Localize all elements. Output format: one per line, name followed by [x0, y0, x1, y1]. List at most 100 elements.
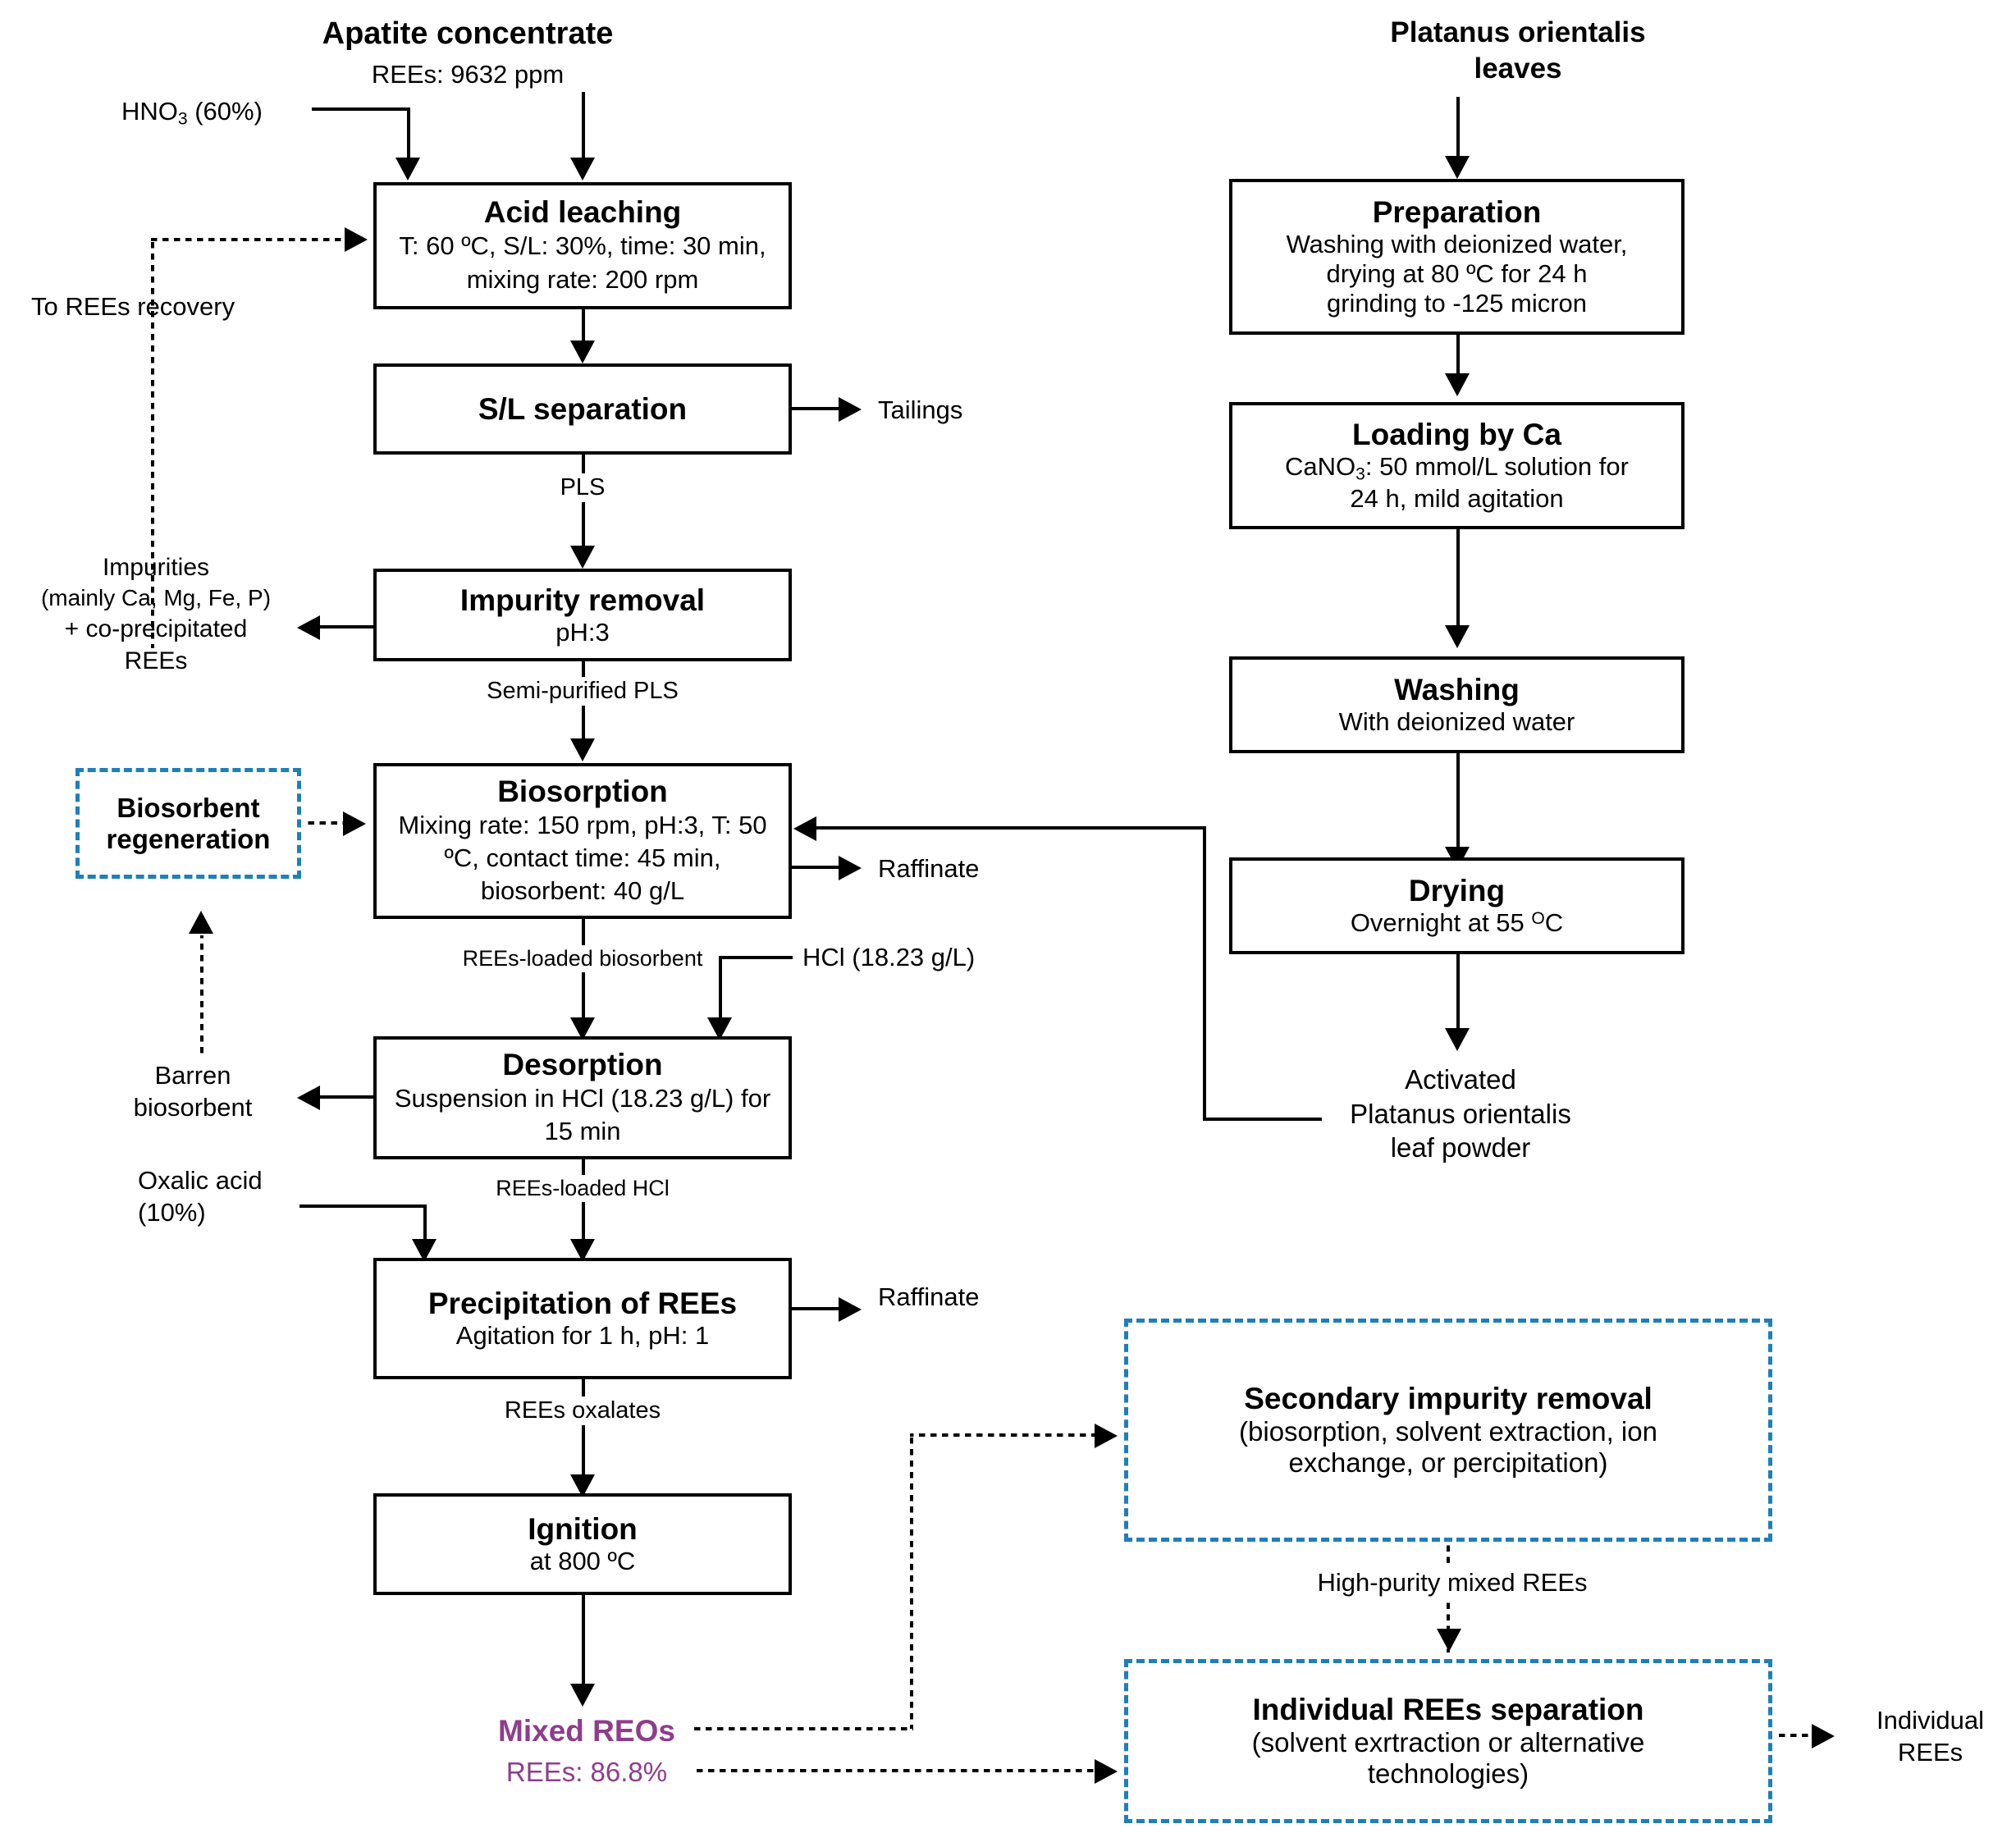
box-acid-leaching[interactable]: Acid leaching T: 60 ºC, S/L: 30%, time: … [373, 182, 792, 309]
box-impurity-removal[interactable]: Impurity removal pH:3 [373, 569, 792, 661]
activated-line3: leaf powder [1390, 1132, 1531, 1163]
ignition-to-product-arrowhead [570, 1684, 595, 1707]
oxalic-acid-line2: (10%) [138, 1197, 206, 1227]
raffinate-biosorption-label: Raffinate [878, 854, 980, 883]
impurities-line3: + co-precipitated [64, 615, 248, 643]
final-product-line1: Individual [1877, 1706, 1984, 1735]
tailings-arrowhead [839, 397, 862, 422]
box-preparation-title: Preparation [1372, 195, 1542, 229]
reos-to-secondary-dotted-h2 [910, 1433, 1100, 1437]
activated-leaf-powder-label: Activated Platanus orientalis leaf powde… [1247, 1063, 1674, 1165]
biosorbent-regeneration-line2: regeneration [106, 823, 271, 854]
box-drying-title: Drying [1408, 874, 1506, 907]
leafpowder-recycle-arrowhead [793, 816, 816, 841]
pls-label: PLS [492, 473, 673, 503]
oxalic-line-v [423, 1204, 427, 1250]
box-biosorbent-regeneration[interactable]: Biosorbent regeneration [75, 768, 301, 879]
impurities-line [320, 625, 376, 629]
barren-biosorbent-arrowhead [297, 1086, 320, 1110]
activated-line2: Platanus orientalis [1350, 1098, 1571, 1129]
raffinate-biosorption-arrowhead [839, 856, 862, 880]
box-washing[interactable]: Washing With deionized water [1229, 656, 1685, 753]
box-washing-title: Washing [1394, 673, 1520, 706]
box-drying-body: Overnight at 55 OC [1351, 908, 1563, 938]
final-product-individual-rees: Individual REEs [1846, 1704, 2014, 1768]
apatite-feed-title: Apatite concentrate [322, 16, 614, 51]
rees-oxalates-line [582, 1379, 585, 1486]
prep-to-loading-line [1456, 335, 1460, 384]
prep-to-loading-arrowhead [1445, 373, 1470, 396]
barren-to-regeneration-dotted [200, 935, 203, 1055]
barren-biosorbent-line2: biosorbent [133, 1092, 253, 1122]
box-individual-title: Individual REEs separation [1252, 1693, 1644, 1726]
drying-celsius: C [1544, 908, 1564, 937]
semi-pls-label: Semi-purified PLS [468, 677, 697, 706]
final-product-line2: REEs [1897, 1738, 1963, 1767]
acid-to-sl-line [582, 309, 585, 349]
impurities-line4: REEs [124, 647, 188, 675]
hno3-concentration: (60%) [187, 97, 263, 126]
box-sl-separation[interactable]: S/L separation [373, 363, 792, 455]
box-biosorption-body: Mixing rate: 150 rpm, pH:3, T: 50 ºC, co… [398, 810, 767, 906]
box-preparation-body-3: grinding to -125 micron [1326, 289, 1588, 318]
platanus-feed-title-line2: leaves [1474, 52, 1562, 85]
apatite-feed-subtitle: REEs: 9632 ppm [371, 60, 565, 89]
ignition-to-product-line [582, 1595, 585, 1694]
regeneration-to-biosorption-dotted [303, 821, 348, 825]
hno3-subscript: 3 [177, 109, 188, 129]
box-secondary-impurity-removal[interactable]: Secondary impurity removal (biosorption,… [1124, 1319, 1772, 1542]
box-precipitation[interactable]: Precipitation of REEs Agitation for 1 h,… [373, 1258, 792, 1379]
reos-to-secondary-arrowhead [1095, 1424, 1118, 1448]
rees-oxalates-label: REEs oxalates [480, 1396, 685, 1426]
raffinate-precipitation-arrowhead [839, 1297, 862, 1322]
hcl-line-v [719, 956, 722, 1028]
barren-biosorbent-line1: Barren [154, 1061, 231, 1090]
hno3-arrowhead [395, 158, 420, 181]
box-loading-body-2: 24 h, mild agitation [1350, 484, 1564, 514]
hno3-reagent-label: HNO3 (60%) [121, 96, 392, 130]
pls-line [582, 455, 585, 555]
rees-recovery-dotted-v [151, 238, 154, 648]
box-impurity-removal-body: pH:3 [555, 617, 610, 647]
rees-loaded-biosorbent-label: REEs-loaded biosorbent [443, 945, 722, 972]
cano3-rest: : 50 mmol/L solution for [1365, 451, 1629, 481]
activated-line1: Activated [1405, 1064, 1516, 1095]
box-loading-by-ca[interactable]: Loading by Ca CaNO3: 50 mmol/L solution … [1229, 402, 1685, 529]
impurities-line2: (mainly Ca, Mg, Fe, P) [40, 585, 272, 610]
raffinate-biosorption-line [792, 866, 845, 869]
raffinate-precipitation-line [792, 1307, 845, 1310]
tailings-label: Tailings [878, 395, 963, 424]
barren-to-regeneration-arrowhead [189, 911, 213, 934]
oxalic-line-h [299, 1204, 427, 1208]
box-precipitation-body: Agitation for 1 h, pH: 1 [455, 1321, 710, 1350]
apatite-feed-arrowhead [570, 158, 595, 181]
box-individual-rees-separation[interactable]: Individual REEs separation (solvent exrt… [1124, 1659, 1772, 1823]
semi-pls-arrowhead [570, 738, 595, 761]
high-purity-label: High-purity mixed REEs [1223, 1567, 1682, 1598]
hcl-line-h [722, 956, 793, 959]
box-desorption[interactable]: Desorption Suspension in HCl (18.23 g/L)… [373, 1036, 792, 1159]
leafpowder-recycle-h-top [816, 826, 1206, 830]
box-precipitation-title: Precipitation of REEs [427, 1287, 738, 1320]
apatite-feed-line [582, 92, 585, 159]
hcl-reagent-label: HCl (18.23 g/L) [802, 943, 976, 971]
box-acid-leaching-body: T: 60 ºC, S/L: 30%, time: 30 min, mixing… [399, 231, 766, 294]
drying-to-product-arrowhead [1445, 1028, 1470, 1051]
rees-recovery-arrowhead [345, 227, 368, 252]
box-washing-body: With deionized water [1338, 707, 1575, 736]
box-biosorption[interactable]: Biosorption Mixing rate: 150 rpm, pH:3, … [373, 763, 792, 919]
reos-to-individual-dotted [693, 1769, 1102, 1772]
box-desorption-body: Suspension in HCl (18.23 g/L) for 15 min [394, 1083, 771, 1145]
platanus-feed-title-line1: Platanus orientalis [1390, 16, 1646, 48]
box-preparation-body-1: Washing with deionized water, [1286, 230, 1628, 258]
degree-superscript: O [1531, 909, 1545, 929]
box-loading-body-1: CaNO3: 50 mmol/L solution for [1285, 452, 1629, 484]
cano3-text: CaNO [1285, 451, 1356, 481]
box-acid-leaching-title: Acid leaching [483, 195, 682, 230]
loading-to-washing-arrowhead [1445, 625, 1470, 648]
box-desorption-title: Desorption [502, 1047, 663, 1081]
box-drying[interactable]: Drying Overnight at 55 OC [1229, 857, 1685, 954]
box-preparation[interactable]: Preparation Washing with deionized water… [1229, 179, 1685, 335]
box-ignition[interactable]: Ignition at 800 ºC [373, 1493, 792, 1595]
